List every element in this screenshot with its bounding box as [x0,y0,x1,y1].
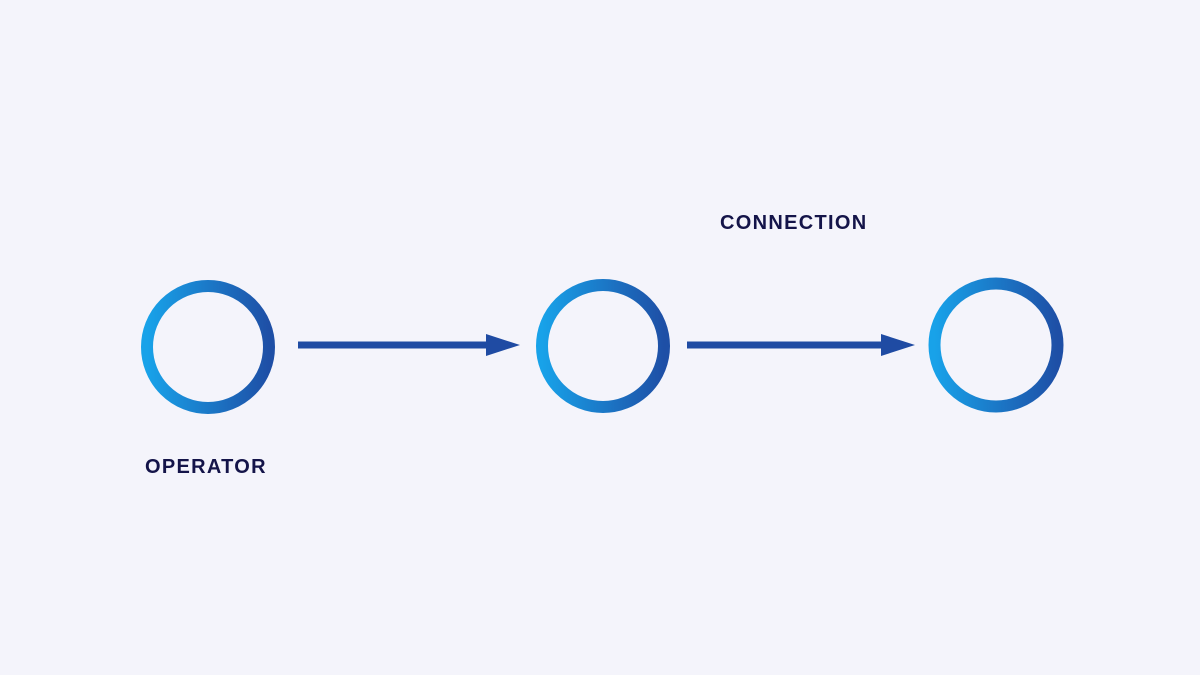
right-node-circle [928,277,1064,413]
arrow-1-head-icon [486,334,520,356]
operator-label: OPERATOR [145,456,267,478]
operator-node-circle [141,280,275,414]
middle-node-circle [536,279,670,413]
arrow-2-head-icon [881,334,915,356]
arrow-1 [298,334,520,356]
arrow-2 [687,334,915,356]
connection-label: CONNECTION [720,212,868,234]
